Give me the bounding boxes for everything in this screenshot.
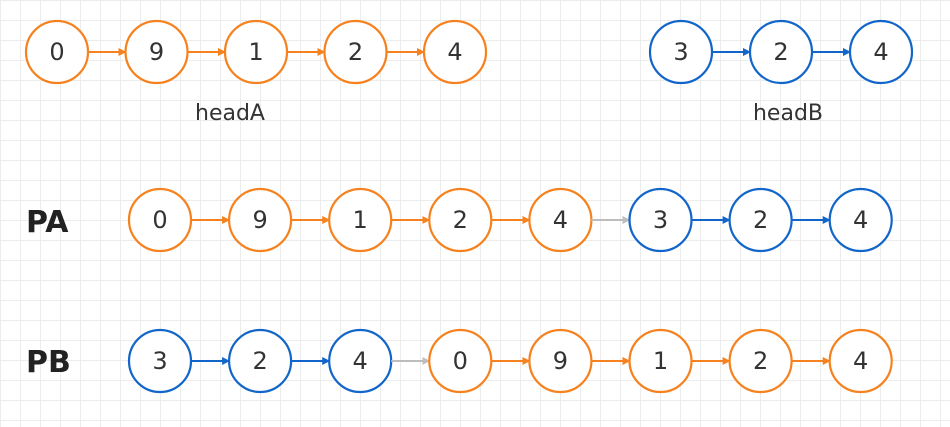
row-pa-node-value: 0: [152, 206, 167, 234]
list-headb-node-value: 2: [773, 38, 788, 66]
row-pb-node: 3: [127, 328, 193, 394]
row-pa-node: 0: [127, 187, 193, 253]
row-pb-node-circle: [828, 328, 893, 394]
list-headb-node: 2: [748, 19, 814, 85]
row-pa-node: 2: [428, 187, 493, 253]
row-pa-node-value: 2: [453, 206, 468, 234]
row-pa-node-circle: [828, 187, 893, 253]
row-pa-chain: 0 9 1 2 4 3 2 4: [127, 187, 893, 253]
list-headb-node-value: 3: [673, 38, 688, 66]
list-headb-node: 3: [648, 19, 714, 85]
list-label-headA: headA: [195, 101, 265, 126]
list-headb-node-value: 4: [873, 38, 888, 66]
list-heada-node: 4: [422, 19, 488, 85]
list-heada-node: 9: [124, 19, 189, 85]
row-pa-node-value: 1: [353, 206, 368, 234]
row-pb-node: 4: [328, 328, 393, 394]
list-heada-node-value: 2: [348, 38, 363, 66]
row-pa-node-value: 4: [553, 206, 568, 234]
row-pa-node: 1: [328, 187, 393, 253]
row-pb-node: 2: [728, 328, 793, 394]
list-label-headB: headB: [753, 101, 823, 126]
row-pb-node: 4: [828, 328, 893, 394]
row-pb-node: 1: [628, 328, 693, 394]
row-pa-node: 4: [828, 187, 893, 253]
list-headA: 0 9 1 2 4: [24, 19, 488, 85]
row-pb-node: 0: [428, 328, 493, 394]
row-pb-chain: 3 2 4 0 9 1 2 4: [127, 328, 893, 394]
row-pb-node-value: 4: [353, 347, 368, 375]
list-heada-node: 0: [24, 19, 90, 85]
list-heada-node-value: 4: [447, 38, 462, 66]
row-pa-node: 9: [228, 187, 293, 253]
list-heada-node-circle: [422, 19, 488, 85]
row-pa-node: 2: [728, 187, 793, 253]
list-heada-node-value: 9: [149, 38, 164, 66]
row-pa-node: 4: [528, 187, 593, 253]
list-headb-node: 4: [848, 19, 914, 85]
row-label-pa: PA: [26, 205, 69, 240]
row-pb-node-value: 9: [553, 347, 568, 375]
row-pb-node-value: 4: [853, 347, 868, 375]
list-heada-node-value: 1: [248, 38, 263, 66]
row-pb-node-value: 0: [453, 347, 468, 375]
row-pb-node: 2: [228, 328, 293, 394]
row-pb-node-value: 2: [753, 347, 768, 375]
row-pa-node-value: 4: [853, 206, 868, 234]
row-pa-node-value: 2: [753, 206, 768, 234]
row-pa-node: 3: [628, 187, 693, 253]
row-label-pb: PB: [26, 345, 71, 380]
row-pb-node: 9: [528, 328, 593, 394]
row-pa-node-value: 3: [653, 206, 668, 234]
list-headb-node-circle: [848, 19, 914, 85]
list-heada-node-value: 0: [49, 38, 64, 66]
list-headB: 3 2 4: [648, 19, 914, 85]
row-pb-node-value: 3: [152, 347, 167, 375]
row-pb-node-value: 2: [252, 347, 267, 375]
list-heada-node: 1: [223, 19, 289, 85]
row-pa-node-value: 9: [252, 206, 267, 234]
row-pb-node-value: 1: [653, 347, 668, 375]
list-heada-node: 2: [323, 19, 388, 85]
